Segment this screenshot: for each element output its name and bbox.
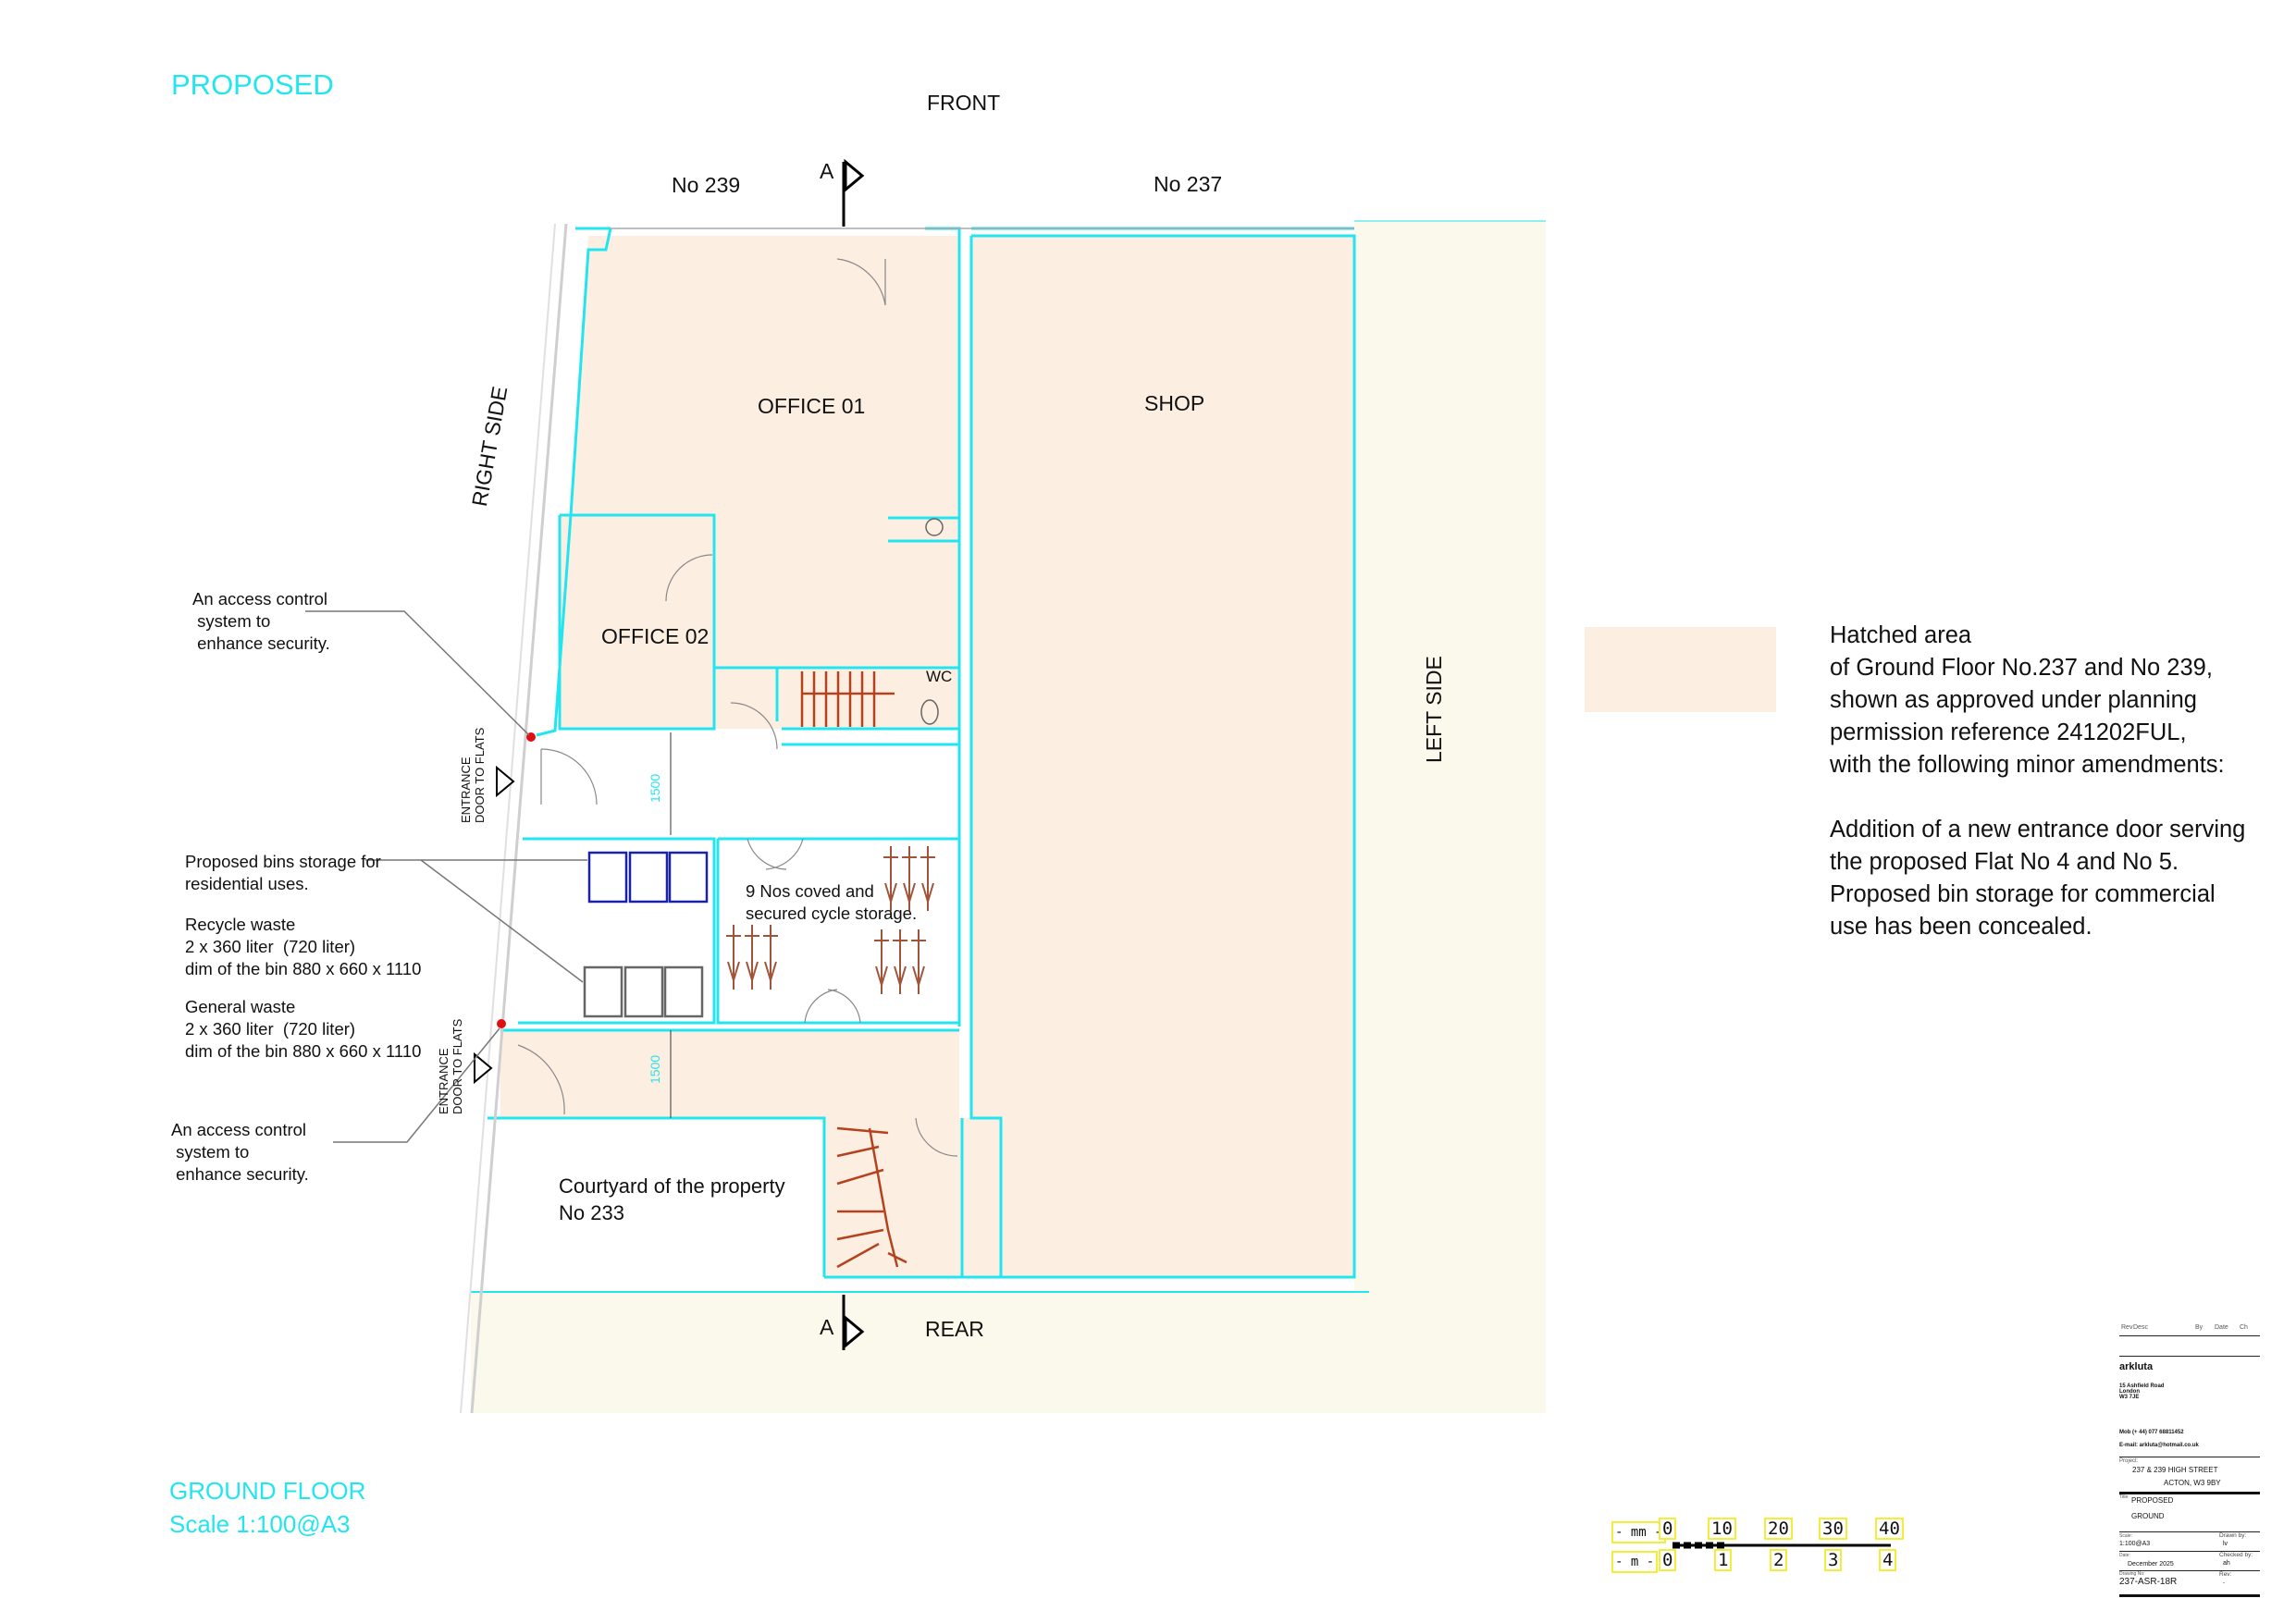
date-value: December 2025 xyxy=(2128,1561,2174,1568)
section-label-front: A xyxy=(820,159,834,183)
dimension-upper-corridor: 1500 xyxy=(648,773,662,803)
front-label: FRONT xyxy=(927,91,1001,115)
section-marker-front xyxy=(842,158,865,227)
ch-header: Ch xyxy=(2240,1324,2248,1331)
company-name: arkluta xyxy=(2119,1361,2154,1372)
access-control-note-1: An access control system to enhance secu… xyxy=(192,589,330,653)
scale-tick-m: 0 xyxy=(1659,1549,1677,1571)
left-side-site-area xyxy=(1354,221,1546,1413)
title-block: Rev Desc By Date Ch arkluta 15 Ashfield … xyxy=(2119,1324,2260,1597)
toilet-icon xyxy=(920,699,939,725)
room-label-office-02: OFFICE 02 xyxy=(601,624,710,648)
lower-corridor-area xyxy=(500,1030,959,1118)
recycle-waste-note: Recycle waste 2 x 360 liter (720 liter) … xyxy=(185,915,422,978)
project-line-1: 237 & 239 HIGH STREET xyxy=(2132,1466,2218,1474)
title-label: Title: xyxy=(2119,1494,2129,1500)
scale-tick-m: 2 xyxy=(1770,1549,1788,1571)
courtyard-label: Courtyard of the property No 233 xyxy=(559,1174,785,1224)
neighbour-no-237: No 237 xyxy=(1154,172,1223,196)
by-header: By xyxy=(2195,1324,2203,1331)
rev-label: Rev: xyxy=(2219,1571,2232,1578)
bicycle-icons xyxy=(726,846,935,994)
entrance-door-label-2: ENTRANCE DOOR TO FLATS xyxy=(437,1018,464,1114)
legend-swatch xyxy=(1585,627,1776,712)
general-bins xyxy=(583,965,704,1018)
rev-value: - xyxy=(2223,1580,2225,1586)
scale-tick-mm: 20 xyxy=(1764,1518,1793,1540)
scale-tick-m: 3 xyxy=(1824,1549,1843,1571)
scale-tick-mm: 0 xyxy=(1659,1518,1677,1540)
date-header: Date xyxy=(2215,1324,2228,1331)
shop-area xyxy=(971,236,1354,1277)
section-marker-rear xyxy=(842,1295,865,1350)
drawn-value: lv xyxy=(2223,1541,2228,1547)
section-label-rear: A xyxy=(820,1315,834,1339)
project-line-2: ACTON, W3 9BY xyxy=(2164,1479,2221,1487)
entrance-arrow-icon xyxy=(496,765,515,798)
room-label-wc: WC xyxy=(926,668,953,685)
scale-unit-mm: - mm - xyxy=(1611,1521,1666,1543)
basin-icon xyxy=(925,518,944,536)
access-control-note-2: An access control system to enhance secu… xyxy=(171,1120,309,1184)
rear-site-area xyxy=(471,1292,1546,1413)
scale-label: Scale: xyxy=(2119,1533,2132,1539)
rear-stair-area xyxy=(824,1118,1001,1277)
title-line-2: GROUND xyxy=(2131,1512,2165,1520)
checked-value: ah xyxy=(2223,1560,2230,1567)
room-label-shop: SHOP xyxy=(1144,391,1205,415)
rear-label: REAR xyxy=(925,1317,984,1341)
company-email: E-mail: arkluta@hotmail.co.uk xyxy=(2119,1443,2199,1448)
drawing-scale: Scale 1:100@A3 xyxy=(169,1510,351,1538)
office-02-area xyxy=(560,515,714,729)
title-line-1: PROPOSED xyxy=(2131,1496,2174,1505)
scale-tick-m: 1 xyxy=(1714,1549,1733,1571)
scale-tick-mm: 40 xyxy=(1875,1518,1904,1540)
dimension-lower-corridor: 1500 xyxy=(648,1054,662,1084)
scale-tick-mm: 10 xyxy=(1708,1518,1736,1540)
drawing-no-value: 237-ASR-18R xyxy=(2119,1577,2178,1587)
entrance-door-label-1: ENTRANCE DOOR TO FLATS xyxy=(459,727,487,823)
entrance-arrow-icon xyxy=(474,1051,493,1085)
office-01-area xyxy=(571,236,959,729)
general-waste-note: General waste 2 x 360 liter (720 liter) … xyxy=(185,997,422,1061)
scale-tick-mm: 30 xyxy=(1819,1518,1847,1540)
cycle-storage-label: 9 Nos coved and secured cycle storage. xyxy=(746,881,918,923)
scale-value: 1:100@A3 xyxy=(2119,1541,2151,1547)
company-mobile: Mob (+ 44) 077 68811452 xyxy=(2119,1430,2184,1435)
project-label: Project: xyxy=(2119,1458,2139,1464)
scale-unit-m: - m - xyxy=(1611,1551,1659,1573)
company-address: 15 Ashfield Road London W3 7JE xyxy=(2119,1383,2165,1400)
rev-header: Rev xyxy=(2121,1324,2133,1331)
bins-storage-note: Proposed bins storage for residential us… xyxy=(185,852,381,893)
drawn-label: Drawn by: xyxy=(2219,1532,2247,1539)
room-label-office-01: OFFICE 01 xyxy=(758,394,866,418)
scale-tick-m: 4 xyxy=(1879,1549,1897,1571)
date-label: Date: xyxy=(2119,1553,2130,1558)
checked-label: Checked by: xyxy=(2219,1552,2253,1558)
drawing-no-label: Drawing No: xyxy=(2119,1571,2145,1577)
left-side-label: LEFT SIDE xyxy=(1422,656,1446,763)
drawing-status: PROPOSED xyxy=(171,68,334,101)
drawing-title: GROUND FLOOR xyxy=(169,1477,366,1505)
neighbour-no-239: No 239 xyxy=(672,173,741,197)
recycle-bins xyxy=(587,851,709,904)
access-control-point xyxy=(497,1019,506,1028)
legend-text: Hatched area of Ground Floor No.237 and … xyxy=(1830,622,2246,940)
desc-header: Desc xyxy=(2133,1324,2148,1331)
